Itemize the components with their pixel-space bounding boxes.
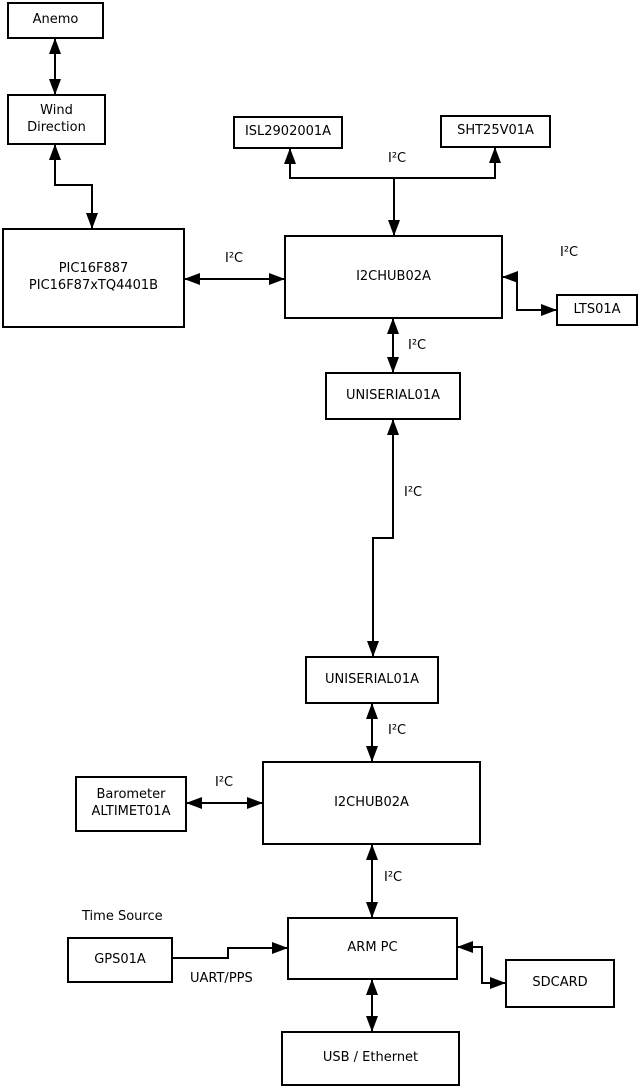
edge-label-i2c-barometer: I²C (215, 775, 234, 790)
node-lts01a-label: LTS01A (573, 301, 621, 317)
node-sht25v01a-label: SHT25V01A (457, 123, 534, 139)
node-arm-pc: ARM PC (287, 917, 458, 980)
edge-hub1-lts (502, 271, 557, 316)
edge-gps-armpc-uart (173, 942, 288, 959)
node-uniserial01a-1-label: UNISERIAL01A (346, 387, 440, 403)
edge-winddirection-pic (49, 144, 98, 229)
edge-label-i2c-pic-hub1: I²C (225, 251, 244, 266)
label-time-source: Time Source (82, 909, 163, 924)
node-i2chub02a-1-label: I2CHUB02A (356, 268, 431, 284)
node-uniserial01a-2-label: UNISERIAL01A (325, 671, 419, 687)
node-i2chub02a-1: I2CHUB02A (284, 235, 503, 319)
node-sdcard: SDCARD (505, 959, 615, 1008)
node-i2chub02a-2-label: I2CHUB02A (334, 794, 409, 810)
edge-uniserial1-uniserial2-long (367, 419, 399, 657)
edge-label-uart-pps: UART/PPS (190, 971, 253, 986)
node-usb-ethernet-label: USB / Ethernet (322, 1050, 419, 1066)
node-usb-ethernet: USB / Ethernet (281, 1031, 460, 1086)
node-lts01a: LTS01A (556, 294, 638, 326)
edge-label-i2c-hub2-arm: I²C (384, 870, 403, 885)
edge-label-i2c-sensors: I²C (388, 151, 407, 166)
node-gps01a: GPS01A (67, 937, 173, 983)
node-pic16f887: PIC16F887 PIC16F87xTQ4401B (2, 228, 185, 328)
node-sht25v01a: SHT25V01A (440, 115, 551, 148)
node-isl2902001a: ISL2902001A (233, 116, 343, 149)
node-wind-direction: Wind Direction (7, 94, 106, 145)
edge-label-i2c-hub1-uniserial1: I²C (408, 338, 427, 353)
node-wind-direction-label-line1: Wind (40, 102, 73, 118)
node-isl2902001a-label: ISL2902001A (244, 124, 332, 140)
node-barometer-label-line1: Barometer (96, 787, 166, 803)
node-gps01a-label: GPS01A (94, 951, 146, 967)
node-wind-direction-label-line2: Direction (27, 119, 86, 135)
node-uniserial01a-1: UNISERIAL01A (325, 372, 461, 420)
node-sdcard-label: SDCARD (532, 975, 588, 991)
node-pic16f887-label-line1: PIC16F887 (58, 261, 129, 277)
edge-armpc-sdcard (457, 941, 506, 989)
node-barometer-label-line2: ALTIMET01A (91, 804, 171, 819)
node-pic16f887-label-line2: PIC16F87xTQ4401B (28, 278, 159, 293)
edge-label-i2c-uniserial2-hub2: I²C (388, 723, 407, 738)
node-barometer-altimet01a: Barometer ALTIMET01A (75, 776, 187, 832)
edge-label-i2c-long-link: I²C (404, 485, 423, 500)
edge-isl-sht-branch (284, 147, 501, 179)
node-uniserial01a-2: UNISERIAL01A (305, 656, 439, 704)
node-anemo: Anemo (7, 2, 104, 39)
node-arm-pc-label: ARM PC (347, 940, 398, 956)
edge-label-i2c-lts: I²C (560, 245, 579, 260)
node-anemo-label: Anemo (32, 12, 79, 28)
node-i2chub02a-2: I2CHUB02A (262, 761, 481, 845)
